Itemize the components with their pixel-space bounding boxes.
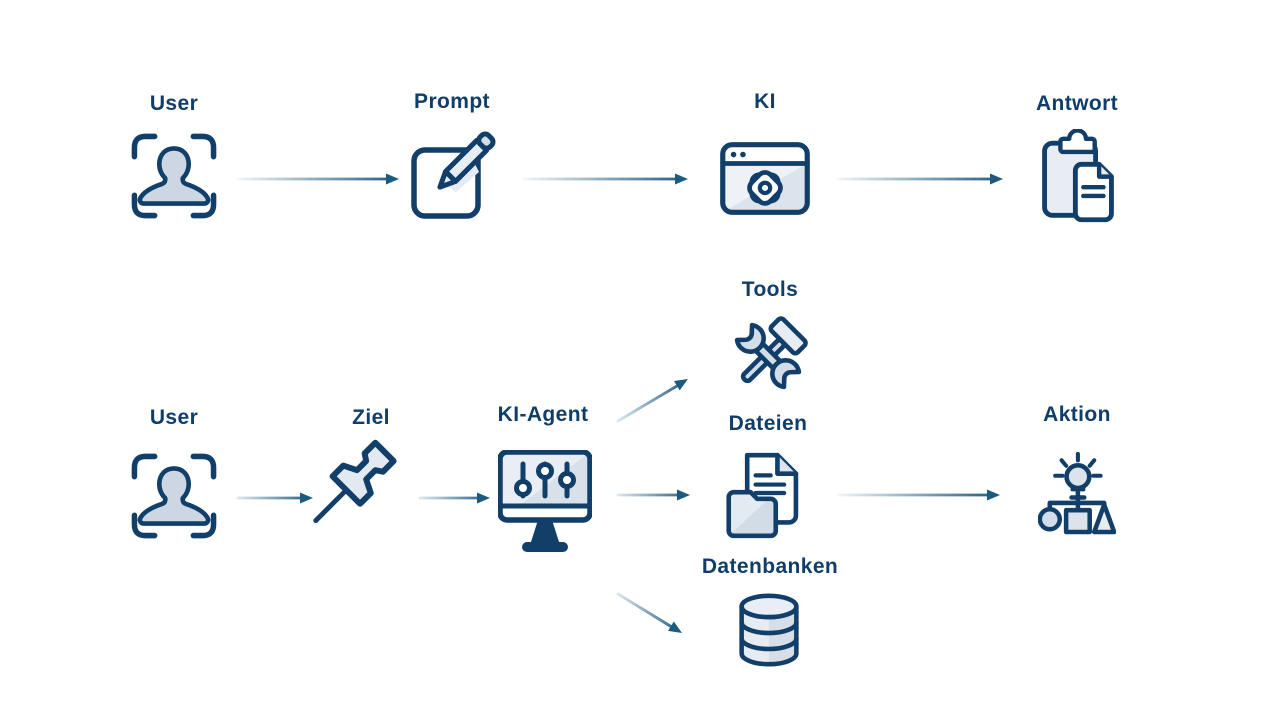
arrow-ki-agent-to-dateien <box>616 489 690 501</box>
document-folder-icon <box>726 452 799 539</box>
idea-flowchart-icon <box>1038 452 1116 535</box>
node-label-ki: KI <box>754 90 776 113</box>
pushpin-icon <box>313 439 397 524</box>
browser-gear-icon <box>720 142 810 215</box>
arrow-ziel-to-ki-agent <box>418 492 490 504</box>
node-label-user-bottom: User <box>149 406 199 429</box>
node-label-dateien: Dateien <box>728 412 808 435</box>
note-pencil-icon <box>411 131 496 219</box>
node-label-prompt: Prompt <box>414 90 490 113</box>
node-label-antwort: Antwort <box>1035 92 1119 115</box>
node-label-ki-agent: KI-Agent <box>497 403 589 426</box>
node-label-user-top: User <box>149 92 199 115</box>
arrow-dateien-to-aktion <box>836 489 1000 501</box>
monitor-sliders-icon <box>498 450 592 552</box>
node-label-datenbanken: Datenbanken <box>701 555 839 578</box>
user-scan-icon <box>131 453 217 539</box>
arrow-ki-agent-to-datenbanken <box>616 592 682 633</box>
node-label-aktion: Aktion <box>1043 403 1111 426</box>
arrow-prompt-to-ki <box>522 173 688 185</box>
node-label-ziel: Ziel <box>352 406 390 429</box>
database-icon <box>739 593 799 667</box>
node-label-tools: Tools <box>741 278 799 301</box>
user-scan-icon <box>131 133 217 219</box>
arrow-user-to-ziel <box>236 492 313 504</box>
wrench-hammer-icon <box>734 316 808 390</box>
arrow-user-to-prompt <box>236 173 399 185</box>
clipboard-document-icon <box>1042 129 1114 223</box>
arrow-ki-to-antwort <box>836 173 1003 185</box>
arrow-ki-agent-to-tools <box>616 379 688 423</box>
